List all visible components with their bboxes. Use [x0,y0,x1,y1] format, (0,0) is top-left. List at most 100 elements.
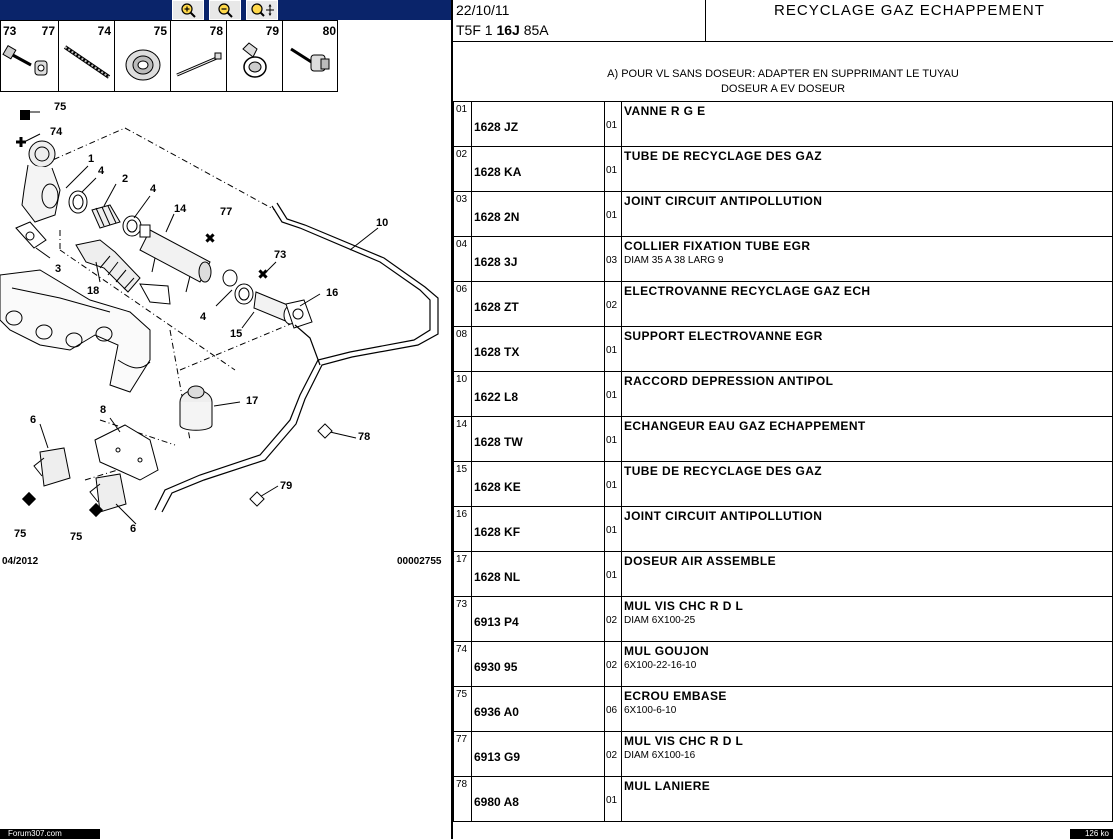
part-quantity: 01 [604,551,622,597]
part-index-text: 74 [456,644,468,655]
thumbnail-75[interactable]: 75 [115,21,171,91]
part-reference[interactable]: 1628 2N [471,191,605,237]
part-description-text: JOINT CIRCUIT ANTIPOLLUTION [624,194,823,208]
part-index: 03 [453,191,472,237]
part-description: ECHANGEUR EAU GAZ ECHAPPEMENT [621,416,1113,462]
egr-valve-shape [21,140,61,223]
part-index-text: 16 [456,509,468,520]
thumbnail-number: 73 [3,24,17,38]
part-quantity: 01 [604,191,622,237]
part-spec-text: DIAM 6X100-16 [624,750,696,761]
callout-label: 6 [130,523,136,535]
part-index: 02 [453,146,472,192]
part-quantity-text: 01 [606,120,618,131]
callout-label: 79 [280,480,292,492]
cable-tie-icon [176,52,222,77]
part-reference[interactable]: 6936 A0 [471,686,605,732]
thumbnail-78[interactable]: 78 [171,21,227,91]
part-quantity: 01 [604,416,622,462]
thumbnail-number: 80 [322,24,336,38]
part-reference[interactable]: 6930 95 [471,641,605,687]
part-quantity: 01 [604,506,622,552]
part-description-text: RACCORD DEPRESSION ANTIPOL [624,374,834,388]
part-reference[interactable]: 1628 KF [471,506,605,552]
part-reference[interactable]: 1628 KE [471,461,605,507]
panel-divider [451,0,453,839]
site-footer: Forum307.com [0,829,100,839]
part-reference[interactable]: 1628 NL [471,551,605,597]
part-reference[interactable]: 1628 KA [471,146,605,192]
thumbnail-80[interactable]: 80 [283,21,339,91]
part-quantity-text: 02 [606,300,618,311]
thumbnail-number: 75 [153,24,167,38]
part-quantity-text: 02 [606,615,618,626]
part-reference-text: 1628 KE [474,480,521,494]
part-description: DOSEUR AIR ASSEMBLE [621,551,1113,597]
note-line: A) POUR VL SANS DOSEUR: ADAPTER EN SUPPR… [607,68,959,80]
part-index: 74 [453,641,472,687]
callout-label: 4 [150,183,157,195]
part-description: TUBE DE RECYCLAGE DES GAZ [621,461,1113,507]
part-description: VANNE R G E [621,101,1113,147]
zoom-pan-icon [251,3,274,17]
callout-label: 6 [30,414,36,426]
part-description-text: DOSEUR AIR ASSEMBLE [624,554,777,568]
part-index-text: 03 [456,194,468,205]
callout-label: 78 [358,431,370,443]
callout-label: 75 [14,528,26,540]
part-description-text: ECROU EMBASE [624,689,727,703]
part-reference[interactable]: 6913 P4 [471,596,605,642]
zoom-out-button[interactable] [209,0,241,20]
part-index-text: 02 [456,149,468,160]
part-quantity-text: 01 [606,165,618,176]
part-index: 73 [453,596,472,642]
part-description-text: ELECTROVANNE RECYCLAGE GAZ ECH [624,284,871,298]
part-reference-text: 1628 2N [474,210,520,224]
thumbnail-73-77[interactable]: 73 77 [1,21,59,91]
flange-nut-icon [125,49,161,81]
part-reference[interactable]: 1628 TX [471,326,605,372]
thumbnail-79[interactable]: 79 [227,21,283,91]
zoom-in-button[interactable] [172,0,204,20]
exploded-diagram: 75 74 1 4 2 4 14 77 3 18 10 73 16 4 15 1… [0,101,439,543]
zoom-pan-button[interactable] [246,0,278,20]
part-description: TUBE DE RECYCLAGE DES GAZ [621,146,1113,192]
part-index-text: 77 [456,734,468,745]
part-index-text: 10 [456,374,468,385]
part-reference[interactable]: 1628 3J [471,236,605,282]
part-index: 16 [453,506,472,552]
callout-label: 1 [88,153,94,165]
part-reference[interactable]: 1628 ZT [471,281,605,327]
part-reference-text: 1628 TX [474,345,520,359]
part-reference[interactable]: 1628 TW [471,416,605,462]
part-reference-text: 6930 95 [474,660,518,674]
part-reference[interactable]: 1622 L8 [471,371,605,417]
part-index: 75 [453,686,472,732]
part-reference[interactable]: 1628 JZ [471,101,605,147]
part-reference[interactable]: 6913 G9 [471,731,605,777]
clip-icon [242,42,267,78]
part-index: 06 [453,281,472,327]
callout-label: 17 [246,395,258,407]
part-reference[interactable]: 6980 A8 [471,776,605,822]
thumbnail-74[interactable]: 74 [59,21,115,91]
diagram-date: 04/2012 [2,556,39,567]
